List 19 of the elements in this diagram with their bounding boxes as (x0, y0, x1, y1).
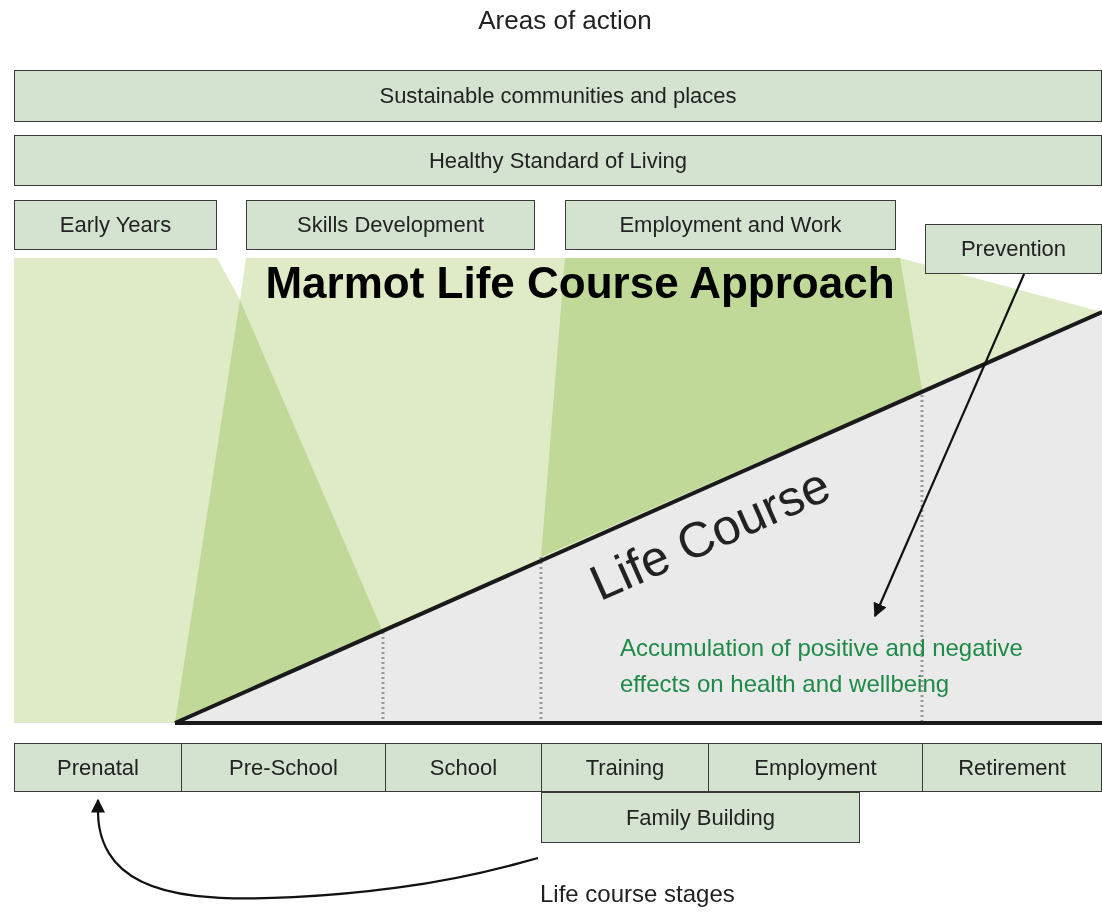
area-box: Employment and Work (565, 200, 896, 250)
annotation-text: Accumulation of positive and negative effects on health and wellbeing (620, 633, 1024, 699)
axis-label: Life Course (580, 455, 840, 614)
area-box: Prenatal (14, 743, 182, 792)
area-box: Sustainable communities and places (14, 70, 1102, 122)
area-box: Family Building (541, 792, 860, 843)
area-box: Skills Development (246, 200, 535, 250)
area-box: Early Years (14, 200, 217, 250)
arrow (91, 798, 539, 900)
area-box: Training (541, 743, 709, 792)
area-box: School (385, 743, 542, 792)
area-box: Healthy Standard of Living (14, 135, 1102, 186)
area-box: Pre-School (181, 743, 386, 792)
diagram-title: Marmot Life Course Approach (264, 258, 896, 308)
area-box: Prevention (925, 224, 1102, 274)
area-box: Employment (708, 743, 923, 792)
heading-label: Areas of action (477, 5, 653, 36)
caption-text: Life course stages (540, 880, 735, 908)
area-box: Retirement (922, 743, 1102, 792)
